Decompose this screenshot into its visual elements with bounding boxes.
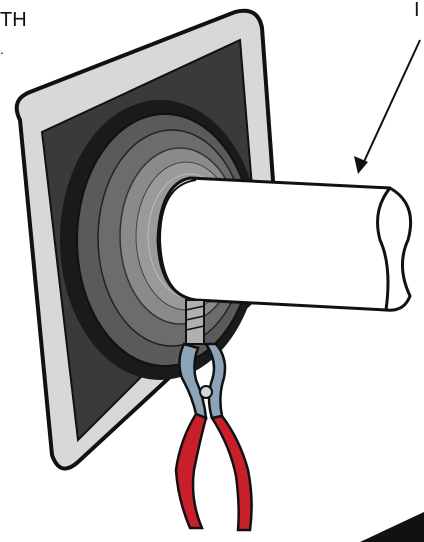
pipe-icon	[158, 178, 411, 310]
leader-arrow-icon	[354, 40, 420, 174]
clamp-screw-icon	[186, 300, 204, 344]
corner-fragment	[360, 512, 424, 542]
pliers-icon	[176, 344, 252, 530]
